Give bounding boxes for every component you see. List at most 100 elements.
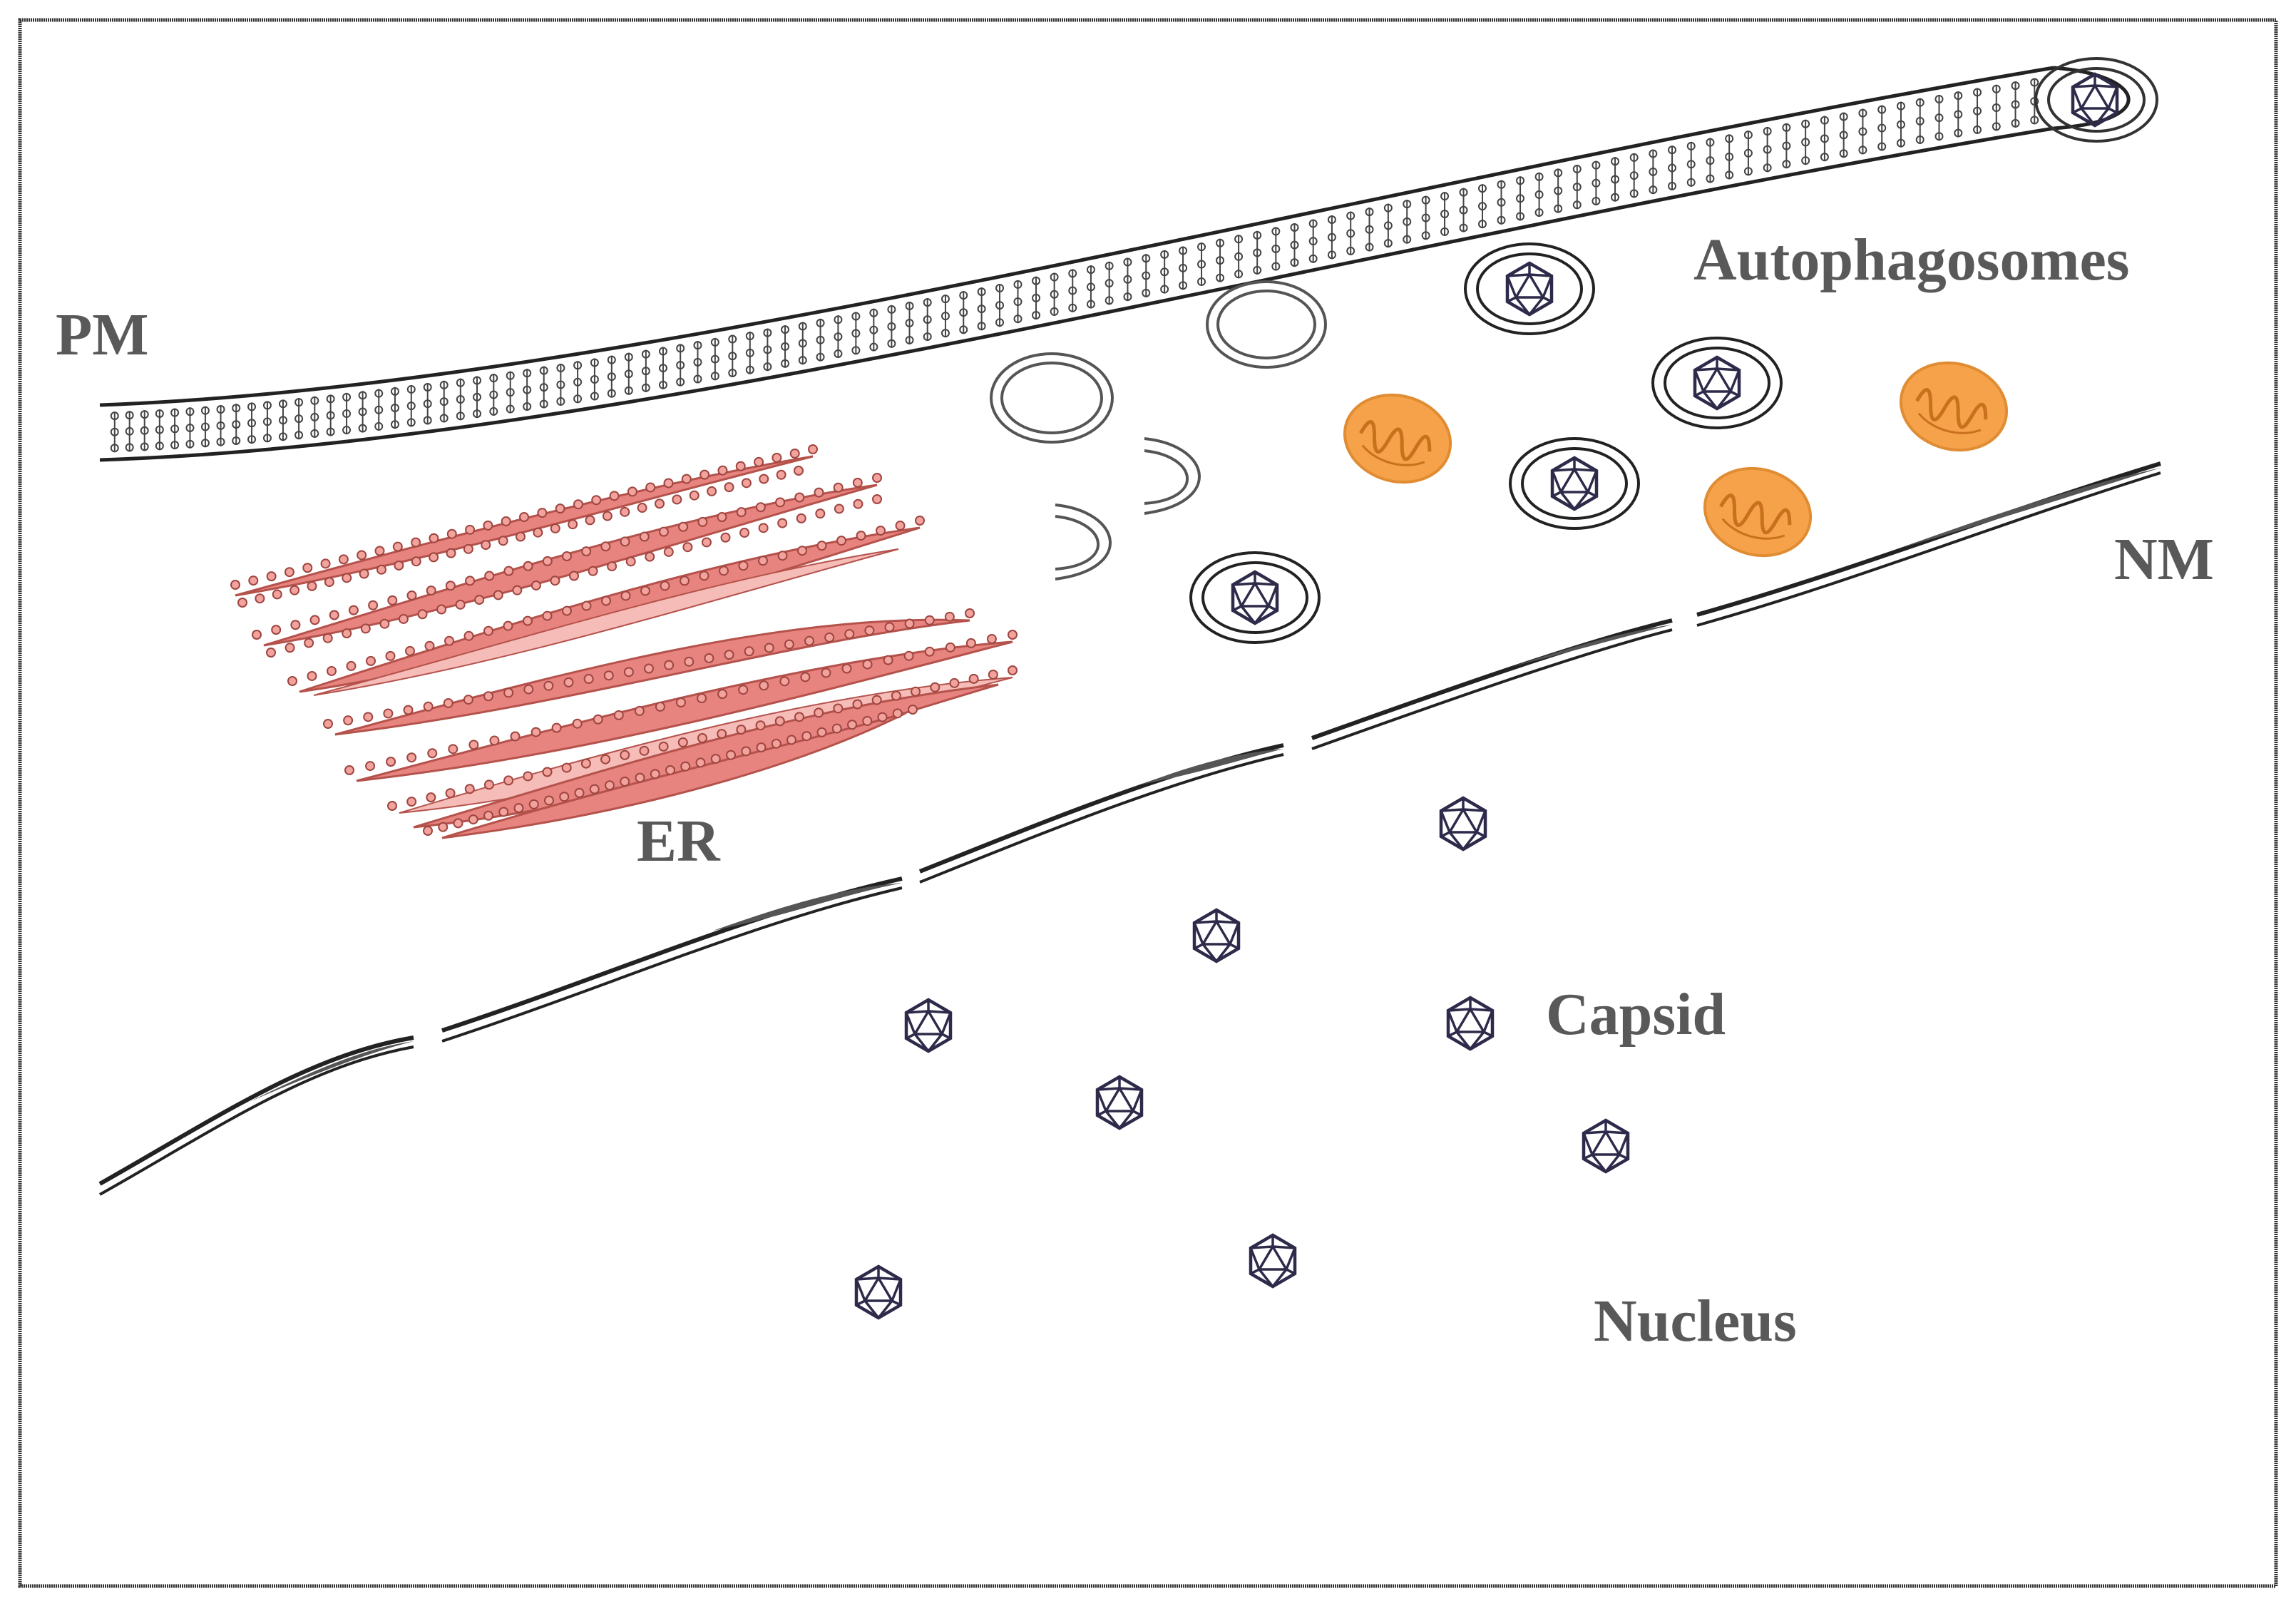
lipid-head — [1782, 141, 1791, 150]
lipid-head — [1197, 242, 1206, 252]
lipid-head — [1290, 240, 1299, 250]
ribosome-dot — [801, 731, 812, 742]
nm-segment — [441, 876, 903, 1043]
ribosome-dot — [756, 742, 767, 753]
ribosome-dot — [988, 669, 998, 680]
ribosome-dot — [569, 571, 579, 581]
ribosome-dot — [862, 659, 873, 670]
ribosome-dot — [503, 566, 514, 576]
lipid-head — [1743, 167, 1753, 176]
ribosome-dot — [635, 772, 645, 783]
ribosome-dot — [699, 469, 710, 480]
ribosome-dot — [359, 568, 369, 579]
lipid-head — [1534, 172, 1544, 181]
lipid-head — [1668, 163, 1677, 173]
lipid-head — [1421, 213, 1430, 223]
lipid-head — [473, 392, 482, 402]
lipid-head — [959, 308, 968, 317]
lipid-head — [1934, 113, 1944, 123]
ribosome-dot — [386, 757, 396, 767]
lipid-head — [1668, 145, 1677, 155]
lipid-head — [232, 436, 241, 445]
ribosome-dot — [717, 512, 727, 522]
endoplasmic-reticulum — [230, 444, 1018, 839]
budding-vesicle — [2034, 57, 2158, 143]
lipid-head — [1954, 91, 1963, 101]
lipid-head — [326, 411, 335, 420]
ribosome-dot — [634, 705, 645, 716]
lipid-head — [1497, 198, 1506, 207]
ribosome-dot — [609, 491, 620, 501]
lipid-head — [216, 421, 225, 430]
lipid-head — [1706, 138, 1715, 147]
ribosome-dot — [650, 769, 660, 779]
ribosome-dot — [794, 492, 805, 503]
lipid-head — [1068, 269, 1077, 278]
lipid-head — [834, 349, 843, 358]
ribosome-dot — [862, 715, 873, 726]
ribosome-dot — [465, 524, 476, 535]
lipid-head — [1421, 195, 1430, 205]
lipid-head — [170, 424, 180, 434]
lipid-head — [1142, 254, 1151, 263]
lipid-head — [1801, 138, 1810, 147]
ribosome-dot — [563, 677, 574, 687]
ribosome-dot — [856, 531, 866, 541]
ribosome-dot — [741, 478, 752, 489]
lipid-head — [590, 392, 599, 401]
lipid-head — [693, 341, 702, 350]
lipid-head — [439, 380, 449, 389]
ribosome-dot — [704, 653, 714, 663]
ribosome-dot — [620, 750, 630, 760]
lipid-head — [523, 385, 532, 394]
ribosome-dot — [562, 551, 572, 561]
lipid-head — [374, 421, 384, 431]
ribosome-dot — [710, 754, 721, 764]
lipid-head — [676, 377, 685, 387]
lipid-head — [1477, 184, 1487, 193]
mitochondrion-icon — [1891, 352, 2016, 462]
lipid-head — [941, 312, 950, 321]
lipid-head — [2011, 100, 2020, 109]
lipid-head — [1668, 181, 1677, 190]
lipid-head — [1050, 272, 1059, 282]
lipid-head — [1271, 262, 1281, 271]
lipid-head — [342, 426, 352, 435]
lipid-head — [887, 322, 896, 331]
lipid-head — [1216, 238, 1225, 247]
ribosome-dot — [498, 807, 509, 817]
ribosome-dot — [755, 720, 766, 731]
ribosome-dot — [446, 528, 457, 539]
ribosome-dot — [658, 526, 669, 537]
lipid-head — [1308, 219, 1318, 228]
empty-autophagosome — [990, 352, 1114, 444]
lipid-head — [763, 362, 772, 372]
lipid-head — [1197, 260, 1206, 269]
lipid-head — [1896, 138, 1905, 148]
lipid-head — [624, 369, 633, 379]
ribosome-dot — [593, 714, 603, 725]
ribosome-dot — [583, 674, 594, 685]
lipid-head — [539, 399, 548, 409]
ribosome-dot — [392, 541, 403, 552]
lipid-head — [1915, 135, 1925, 144]
ribosome-dot — [503, 687, 514, 698]
ribosome-dot — [796, 513, 806, 523]
ribosome-dot — [833, 482, 844, 493]
lipid-head — [1403, 217, 1412, 226]
lipid-head — [641, 349, 650, 359]
lipid-head — [232, 404, 241, 413]
ribosome-dot — [724, 482, 734, 493]
ribosome-dot — [424, 640, 435, 651]
lipid-head — [851, 312, 861, 321]
ribosome-dot — [779, 676, 790, 687]
ribosome-dot — [344, 765, 354, 775]
lipid-head — [607, 389, 616, 398]
ribosome-dot — [411, 556, 421, 567]
lipid-head — [816, 335, 825, 344]
lipid-head — [185, 407, 195, 416]
lipid-head — [1839, 112, 1848, 121]
ribosome-dot — [968, 673, 979, 684]
lipid-head — [406, 384, 416, 394]
